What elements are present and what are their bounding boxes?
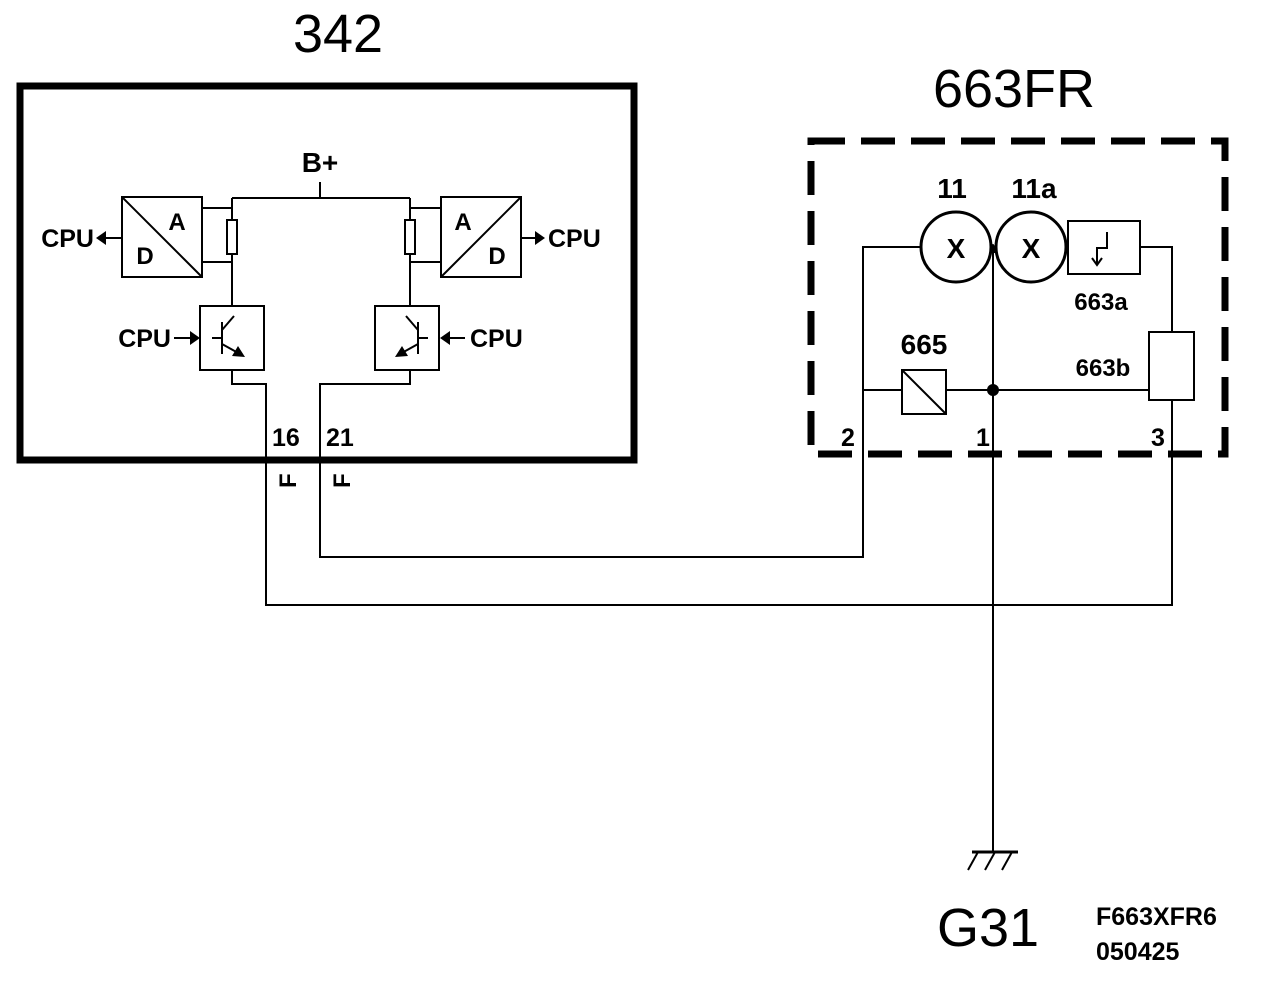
module-342-title: 342 [293, 4, 383, 64]
left-ad-d-label: D [136, 243, 153, 270]
module-663fr-border [807, 137, 1229, 458]
lamp-junction [990, 244, 996, 254]
left-driver-cpu-label: CPU [118, 325, 171, 353]
right-ad-converter [440, 196, 522, 278]
left-sense-taps [202, 207, 232, 263]
driver-output-leads [231, 370, 411, 456]
right-sense-resistor [404, 219, 416, 255]
ground-label: G31 [937, 898, 1039, 958]
module-663fr-internal-wires [862, 246, 1173, 450]
left-driver-transistor [199, 305, 265, 371]
component-665 [901, 369, 947, 415]
ground-junction-dot [987, 384, 999, 396]
ground-symbol [967, 850, 1018, 871]
pin-16-label: 16 [272, 424, 300, 452]
component-665-label: 665 [901, 329, 948, 360]
pin-2-label: 2 [841, 424, 855, 452]
lamp-11a-label: 11a [1011, 173, 1057, 204]
lamp-11a [994, 210, 1068, 284]
left-ad-cpu-label: CPU [41, 225, 94, 253]
module-342-border [16, 82, 638, 464]
left-sense-resistor [226, 219, 238, 255]
left-driver-input-arrow [174, 331, 200, 345]
right-driver-transistor [374, 305, 440, 371]
pin-21-label: 21 [326, 424, 354, 452]
left-ad-converter [121, 196, 203, 278]
supply-bus [231, 182, 411, 306]
module-663fr-title: 663FR [933, 59, 1095, 119]
right-ad-d-label: D [488, 243, 505, 270]
right-ad-cpu-label: CPU [548, 225, 601, 253]
right-driver-input-arrow [440, 331, 465, 345]
right-sense-taps [410, 207, 441, 263]
component-663a [1067, 220, 1141, 275]
pin-1-label: 1 [976, 424, 990, 452]
right-ad-a-label: A [454, 209, 471, 236]
component-663b-label: 663b [1076, 355, 1131, 382]
lamp-11-symbol: X [947, 233, 966, 264]
harness-wires [265, 245, 1173, 852]
right-ad-output-arrow [521, 231, 545, 245]
pin-16-marker: F [275, 473, 302, 488]
pin-3-label: 3 [1151, 424, 1165, 452]
lamp-11 [919, 210, 993, 284]
component-663b [1148, 331, 1195, 401]
drawing-code: F663XFR6 [1096, 903, 1217, 931]
lamp-11-label: 11 [937, 173, 967, 204]
left-ad-a-label: A [168, 209, 185, 236]
supply-label: B+ [302, 147, 339, 178]
component-663a-label: 663a [1074, 289, 1128, 316]
drawing-date: 050425 [1096, 938, 1180, 966]
left-ad-output-arrow [96, 231, 122, 245]
pin-21-marker: F [329, 473, 356, 488]
right-driver-cpu-label: CPU [470, 325, 523, 353]
lamp-11a-symbol: X [1022, 233, 1041, 264]
